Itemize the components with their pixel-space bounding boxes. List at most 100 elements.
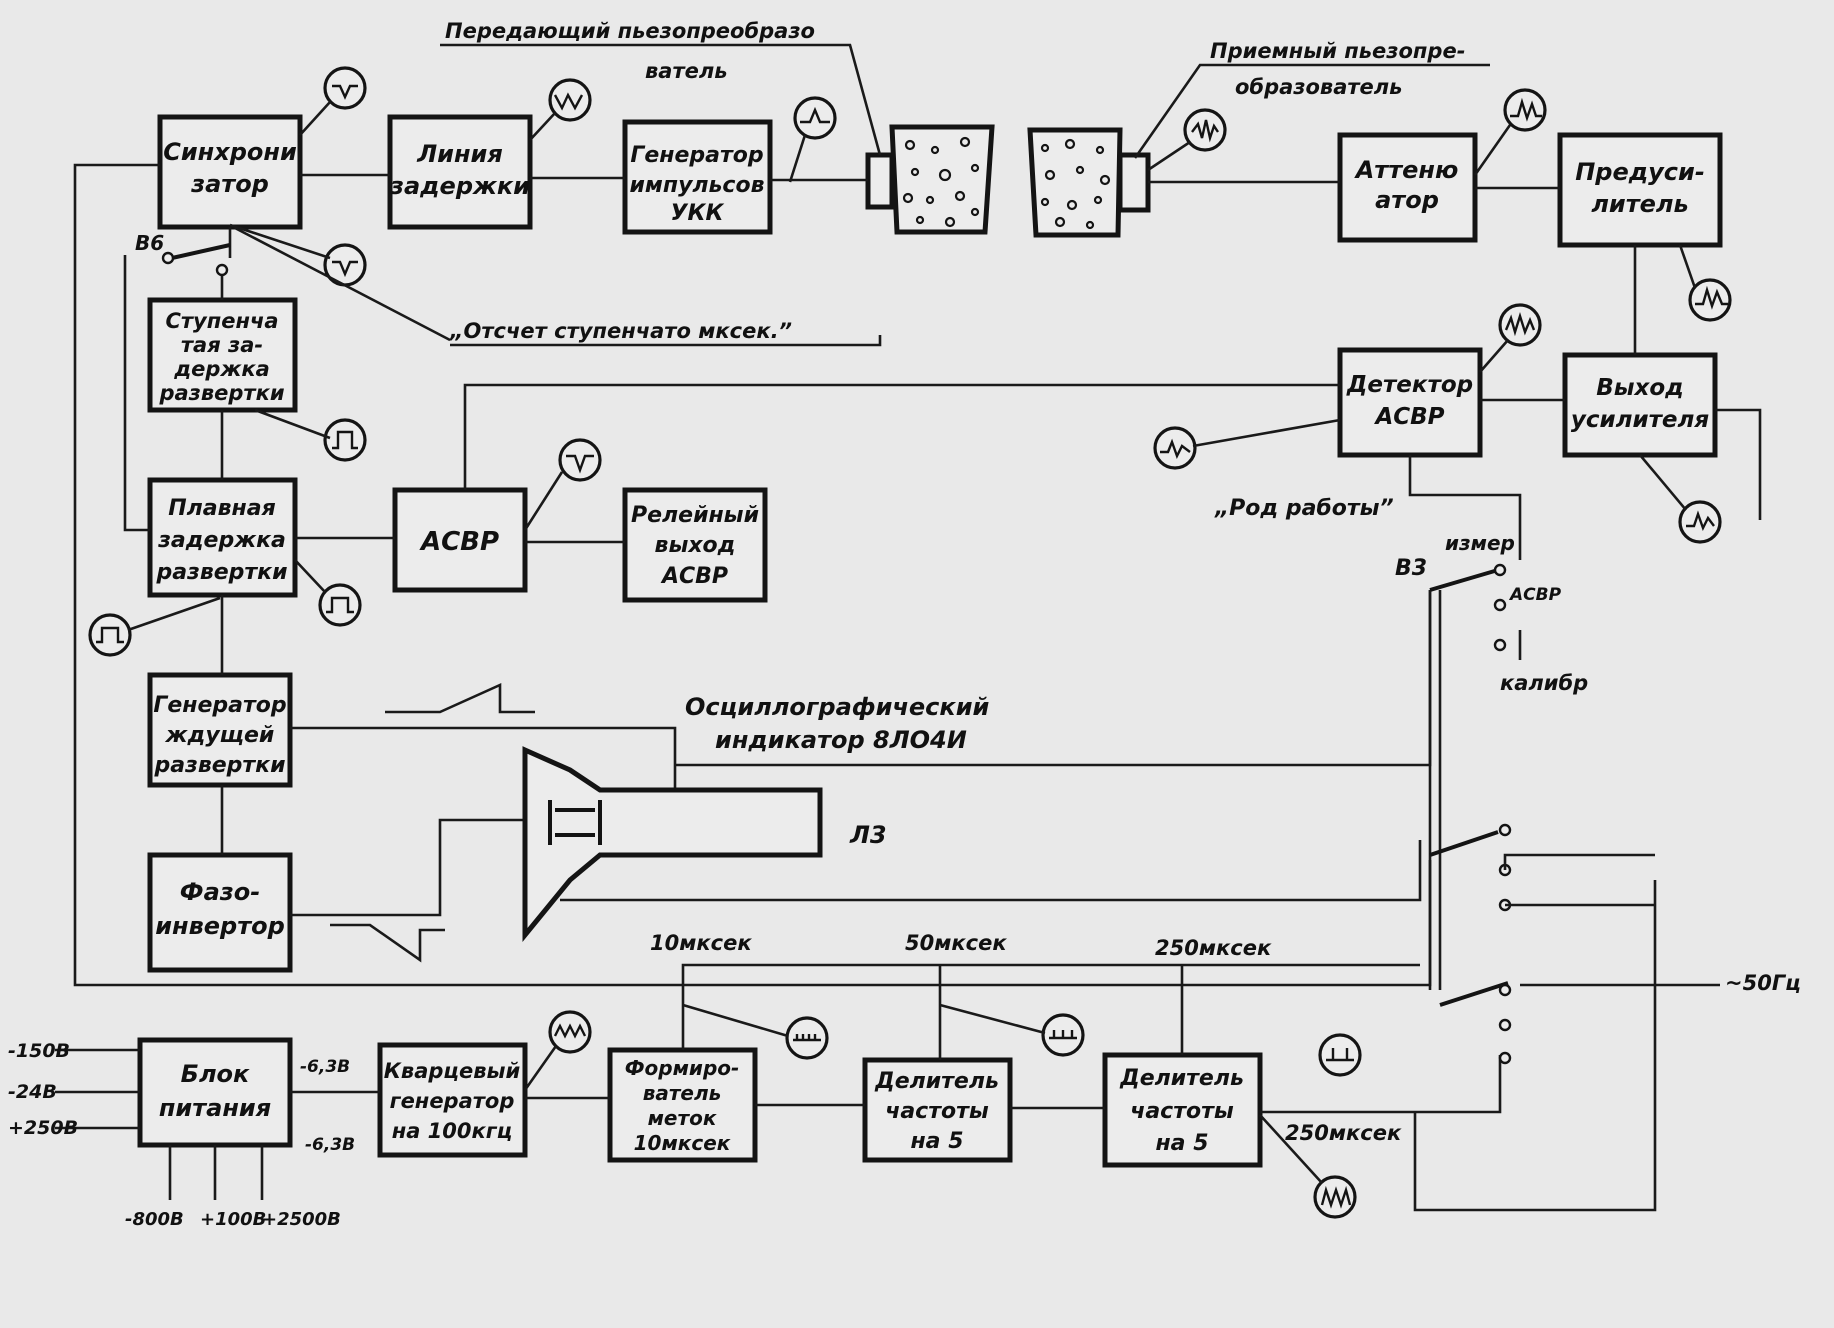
oscillo-label-1: Осциллографический bbox=[685, 693, 990, 721]
pulse-gen-line-3: УКК bbox=[671, 201, 725, 226]
sweep-gen-line-3: развертки bbox=[153, 753, 285, 778]
voltage-out-2: -6,3В bbox=[305, 1135, 355, 1155]
power-block bbox=[137, 1037, 293, 1148]
t50-label: 50мксек bbox=[905, 931, 1007, 955]
div2-line-2: частоты bbox=[1130, 1099, 1234, 1124]
step-reading-label: „Отсчет ступенчато мксек.” bbox=[449, 319, 792, 343]
osc-smooth-in bbox=[88, 613, 132, 657]
smooth-delay-line-1: Плавная bbox=[168, 496, 275, 521]
preamp-line-2: литель bbox=[1591, 190, 1688, 218]
relay-out-line-3: АСВР bbox=[660, 564, 728, 589]
specimen-left bbox=[889, 124, 995, 235]
sweep-gen-line-2: ждущей bbox=[165, 723, 275, 748]
switch-b6-label: В6 bbox=[135, 231, 164, 255]
phase-inv-line-1: Фазо- bbox=[180, 878, 260, 906]
former-line-1: Формиро- bbox=[625, 1056, 740, 1080]
leader-lines bbox=[127, 43, 1697, 1184]
voltage-in-2: -24В bbox=[8, 1081, 57, 1103]
switch-b6 bbox=[161, 243, 231, 277]
calib-label: калибр bbox=[1500, 671, 1588, 695]
t250-label: 250мксек bbox=[1155, 936, 1272, 960]
crt-tube bbox=[522, 746, 823, 943]
voltage-in-3: +250В bbox=[8, 1117, 78, 1139]
switch-b3-label: В3 bbox=[1395, 556, 1427, 581]
mode-label: „Род работы” bbox=[1214, 496, 1394, 521]
rx-transducer-label-1: Приемный пьезопре- bbox=[1210, 39, 1465, 63]
former-block bbox=[607, 1047, 758, 1163]
sawtooth-sketch bbox=[385, 682, 535, 714]
osc-asvr bbox=[558, 438, 602, 482]
receive-transducer bbox=[1117, 152, 1151, 213]
former-line-4: 10мксек bbox=[634, 1131, 731, 1155]
smooth-delay-line-3: развертки bbox=[155, 560, 287, 585]
osc-sync bbox=[323, 66, 367, 110]
osc-receive bbox=[1183, 108, 1227, 152]
attenuator-line-1: Аттеню bbox=[1354, 156, 1459, 184]
osc-amp-out bbox=[1678, 500, 1722, 544]
specimen-right bbox=[1027, 127, 1123, 238]
smooth-delay-line-2: задержка bbox=[157, 528, 286, 553]
relay-out-line-1: Релейный bbox=[631, 503, 759, 528]
quartz-block bbox=[377, 1042, 528, 1158]
amp-out-block bbox=[1562, 352, 1718, 458]
phase-inv-block bbox=[147, 852, 293, 973]
step-delay-block bbox=[147, 297, 298, 413]
pulse-gen-block bbox=[622, 119, 773, 235]
rx-transducer-label-2: образователь bbox=[1235, 75, 1402, 99]
step-delay-line-2: тая за- bbox=[181, 333, 263, 357]
sweep-gen-block bbox=[147, 672, 293, 788]
osc-50us bbox=[1041, 1013, 1085, 1057]
amp-out-line-1: Выход bbox=[1596, 375, 1684, 401]
voltage-bottom-3: +2500В bbox=[262, 1209, 341, 1230]
div1-line-1: Делитель bbox=[874, 1069, 999, 1094]
delay-line-line-1: Линия bbox=[416, 140, 503, 168]
sync-line-1: Синхрони bbox=[163, 138, 297, 166]
div1-block bbox=[862, 1057, 1013, 1163]
osc-smooth-delay bbox=[318, 583, 362, 627]
osc-pulse bbox=[793, 96, 837, 140]
asvr-label: АСВР bbox=[419, 527, 499, 557]
t250b-label: 250мксек bbox=[1285, 1121, 1402, 1145]
quartz-line-2: генератор bbox=[390, 1089, 515, 1113]
relay-out-line-2: выход bbox=[655, 533, 736, 558]
quartz-line-1: Кварцевый bbox=[384, 1059, 521, 1083]
div2-block bbox=[1102, 1052, 1263, 1168]
power-line-2: питания bbox=[159, 1094, 271, 1122]
div2-line-1: Делитель bbox=[1119, 1066, 1244, 1091]
relay-out-block bbox=[622, 487, 768, 603]
voltage-bottom-1: -800В bbox=[125, 1209, 184, 1230]
tx-transducer-label-1: Передающий пьезопреобразо bbox=[445, 19, 815, 43]
osc-step bbox=[323, 243, 367, 287]
amp-out-line-2: усилителя bbox=[1571, 407, 1709, 433]
power-line-1: Блок bbox=[181, 1060, 250, 1088]
oscillo-label-2: индикатор 8ЛО4И bbox=[715, 726, 967, 754]
osc-delay bbox=[548, 78, 592, 122]
inverted-sawtooth-sketch bbox=[330, 923, 445, 963]
detector-line-2: АСВР bbox=[1373, 404, 1444, 430]
step-delay-line-1: Ступенча bbox=[165, 309, 278, 333]
meas-label: измер bbox=[1445, 531, 1515, 555]
preamp-line-1: Предуси- bbox=[1575, 158, 1705, 186]
attenuator-line-2: атор bbox=[1375, 186, 1439, 214]
former-line-2: ватель bbox=[643, 1081, 722, 1105]
div1-line-2: частоты bbox=[885, 1099, 989, 1124]
div2-line-3: на 5 bbox=[1155, 1131, 1208, 1156]
pulse-gen-line-1: Генератор bbox=[630, 143, 763, 168]
pulse-gen-line-2: импульсов bbox=[629, 173, 764, 198]
preamp-block bbox=[1557, 132, 1723, 248]
sync-line-2: затор bbox=[190, 170, 269, 198]
phase-inv-line-2: инвертор bbox=[155, 912, 285, 940]
mains-label: ~50Гц bbox=[1725, 971, 1801, 995]
delay-line-block bbox=[387, 114, 533, 230]
tube-label: Л3 bbox=[849, 821, 887, 849]
detector-line-1: Детектор bbox=[1346, 372, 1473, 398]
voltage-out-1: -6,3В bbox=[300, 1057, 350, 1077]
osc-step-delay bbox=[323, 418, 367, 462]
detector-block bbox=[1337, 347, 1483, 458]
delay-line-line-2: задержки bbox=[389, 172, 530, 200]
osc-div2-out bbox=[1313, 1175, 1357, 1219]
switch-b3 bbox=[1428, 563, 1655, 1065]
osc-detector-left bbox=[1153, 426, 1197, 470]
t10-label: 10мксек bbox=[650, 931, 752, 955]
